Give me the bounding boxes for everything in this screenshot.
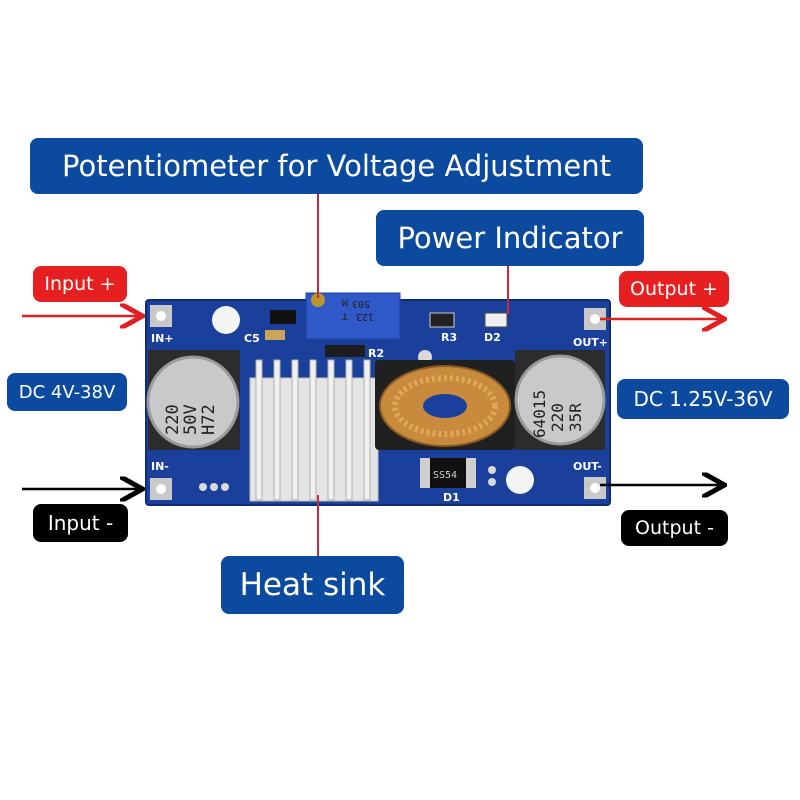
resistor-r3 bbox=[429, 312, 455, 328]
silk-d1: D1 bbox=[443, 491, 460, 504]
left-cap-line1: 220 bbox=[163, 404, 183, 435]
right-cap-line3: 35R bbox=[566, 403, 585, 432]
potentiometer bbox=[305, 292, 401, 340]
label-input-plus: Input + bbox=[33, 266, 127, 302]
silk-in-minus: IN- bbox=[151, 460, 169, 473]
terminal-out-plus bbox=[584, 308, 606, 330]
silk-in-plus: IN+ bbox=[151, 332, 174, 345]
label-dc-output: DC 1.25V-36V bbox=[617, 379, 789, 419]
inductor-coil bbox=[375, 360, 515, 450]
silk-out-minus: OUT- bbox=[573, 460, 602, 473]
mounting-hole bbox=[212, 306, 240, 334]
silk-r3: R3 bbox=[441, 331, 457, 344]
label-output-plus: Output + bbox=[619, 271, 729, 307]
mounting-hole bbox=[506, 466, 534, 494]
silk-r2: R2 bbox=[368, 347, 384, 360]
left-cap-line2: 50V bbox=[181, 404, 201, 435]
diode-marking: SS54 bbox=[433, 470, 457, 481]
label-output-minus: Output - bbox=[621, 510, 728, 546]
silk-out-plus: OUT+ bbox=[573, 336, 608, 349]
label-power-indicator: Power Indicator bbox=[376, 210, 644, 266]
pot-marking-503: 503 bbox=[352, 298, 370, 309]
smd-component bbox=[270, 310, 296, 324]
label-heat-sink: Heat sink bbox=[221, 556, 404, 614]
terminal-out-minus bbox=[584, 477, 606, 499]
power-indicator-led bbox=[484, 312, 508, 328]
right-cap-line1: 64015 bbox=[530, 390, 549, 438]
pot-marking-123: 123 bbox=[356, 311, 374, 322]
output-capacitor bbox=[514, 350, 606, 450]
right-cap-line2: 220 bbox=[548, 403, 567, 432]
label-input-minus: Input - bbox=[33, 504, 128, 542]
input-capacitor bbox=[146, 350, 240, 450]
label-potentiometer: Potentiometer for Voltage Adjustment bbox=[30, 138, 643, 194]
terminal-in-plus bbox=[150, 305, 172, 327]
terminal-in-minus bbox=[150, 478, 172, 500]
pot-marking-m: M bbox=[342, 296, 348, 307]
resistor-r2 bbox=[325, 345, 365, 357]
heat-sink bbox=[249, 359, 379, 502]
label-dc-input: DC 4V-38V bbox=[7, 373, 127, 411]
capacitor-c5 bbox=[265, 330, 285, 340]
silk-d2: D2 bbox=[484, 331, 501, 344]
pot-marking-t: T bbox=[342, 310, 348, 321]
left-cap-line3: H72 bbox=[199, 404, 219, 435]
silk-c5: C5 bbox=[244, 332, 260, 345]
